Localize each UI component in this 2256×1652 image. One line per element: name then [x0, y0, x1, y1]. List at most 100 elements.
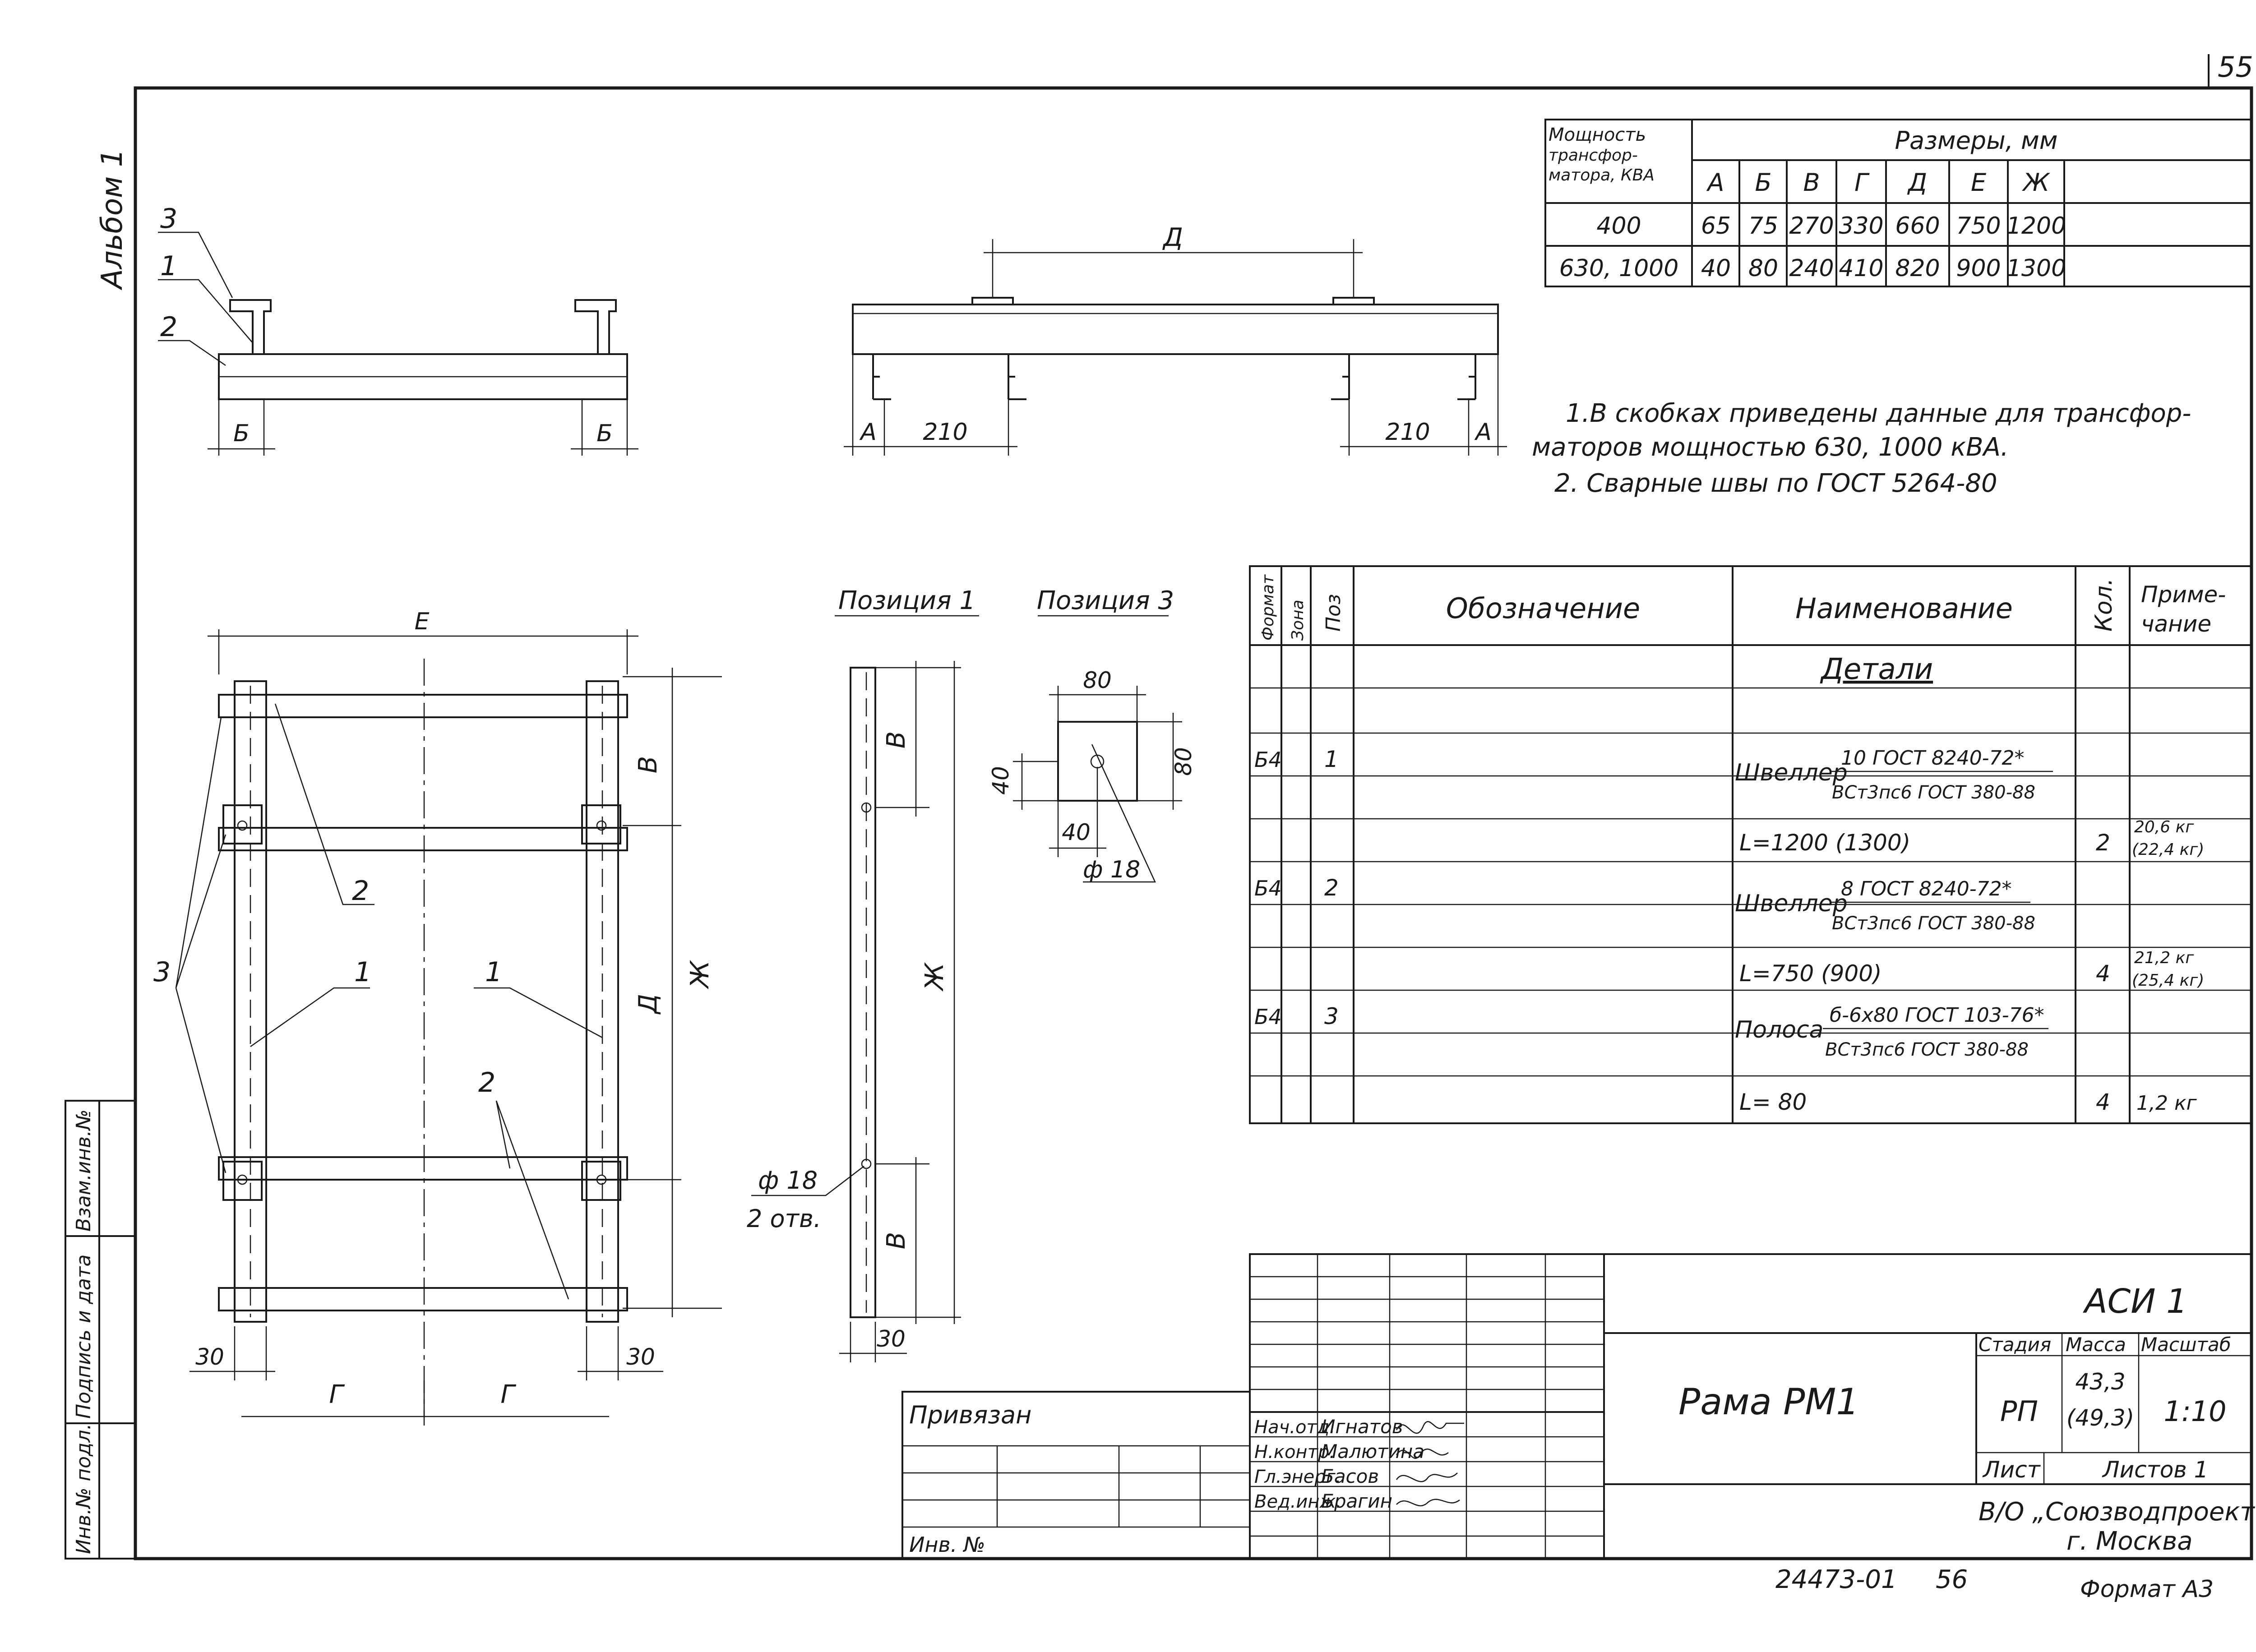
spec-header-zone: Зона: [1289, 600, 1307, 641]
spec-item-prefix: Полоса: [1735, 1016, 1823, 1043]
dims-header-sizes: Размеры, мм: [1895, 126, 2057, 155]
dims-cell: 1300: [2006, 255, 2066, 282]
mass-header: Масса: [2066, 1334, 2126, 1356]
spec-item-qty: 2: [2096, 830, 2110, 856]
spec-item-note: (22,4 кг): [2132, 840, 2204, 859]
role-label: Н.контр.: [1254, 1442, 1335, 1463]
dims-header-power-2: трансфор-: [1549, 146, 1638, 165]
spec-item-qty: 4: [2096, 960, 2110, 987]
spec-item-upper: 10 ГОСТ 8240-72*: [1841, 747, 2025, 770]
page-number: 55: [2218, 51, 2253, 83]
mass-value-1: 43,3: [2075, 1369, 2125, 1395]
dim-V-pos1-top: В: [882, 731, 911, 748]
person-name: Басов: [1321, 1465, 1379, 1487]
scale-header: Масштаб: [2141, 1334, 2231, 1356]
notes: 1.В скобках приведены данные для трансфо…: [1532, 399, 2191, 498]
callout-1-plan-right: 1: [485, 956, 502, 988]
stage-header: Стадия: [1979, 1334, 2051, 1356]
dim-30-right: 30: [626, 1344, 655, 1370]
dims-cell: 900: [1956, 255, 2001, 282]
dim-80-right: 80: [1170, 747, 1197, 776]
dims-row-400: 400 65 75 270 330 660 750 1200: [1596, 212, 2066, 240]
spec-header-format: Формат: [1259, 574, 1277, 641]
album-label: Альбом 1: [96, 149, 129, 291]
spec-item-upper: б-6х80 ГОСТ 103-76*: [1830, 1004, 2044, 1027]
dim-210-right: 210: [1385, 419, 1430, 446]
spec-item-upper: 8 ГОСТ 8240-72*: [1841, 877, 2012, 900]
spec-item-format: Б4: [1254, 1005, 1282, 1029]
dim-A-right: А: [1474, 419, 1492, 446]
sheets-label: Листов 1: [2102, 1457, 2208, 1483]
dim-Zh-plan: Ж: [685, 960, 715, 989]
position-3: Позиция 3 80 80 40 40 ф 18: [988, 586, 1197, 883]
spec-item-qty: 4: [2096, 1089, 2110, 1115]
spec-item-note: (25,4 кг): [2132, 971, 2204, 990]
dim-30-pos1: 30: [877, 1326, 906, 1352]
dims-header-power-1: Мощность: [1549, 125, 1646, 145]
pos1-title: Позиция 1: [838, 586, 975, 615]
dim-G-right: Г: [500, 1380, 516, 1409]
spec-item-lower: ВСт3пс6 ГОСТ 380-88: [1832, 913, 2035, 934]
note-line: 1.В скобках приведены данные для трансфо…: [1566, 399, 2191, 428]
callout-1-plan-left: 1: [354, 956, 371, 988]
dim-210-left: 210: [923, 419, 967, 446]
dim-40-left: 40: [988, 766, 1014, 795]
dim-E: Е: [415, 608, 430, 635]
dims-power: 630, 1000: [1559, 255, 1679, 282]
spec-header-note-2: чание: [2141, 611, 2211, 637]
side-stamp-inv: Инв.№ подл.: [72, 1423, 95, 1554]
dim-D-top: Д: [1162, 223, 1183, 252]
spec-item-note: 1,2 кг: [2136, 1092, 2197, 1115]
spec-item-lower: ВСт3пс6 ГОСТ 380-88: [1825, 1039, 2029, 1060]
callout-2-plan-top: 2: [352, 875, 369, 907]
spec-header-designation: Обозначение: [1446, 592, 1640, 625]
dims-table: Мощность трансфор- матора, КВА Размеры, …: [1544, 119, 2252, 287]
callout-3-side: 3: [160, 203, 177, 235]
front-view: Д А 210 210 А: [844, 223, 1507, 456]
drawing-title: Рама РМ1: [1678, 1381, 1859, 1423]
spec-item-format: Б4: [1254, 748, 1282, 772]
hole-label-pos3: ф 18: [1083, 856, 1140, 883]
dims-col: А: [1706, 168, 1724, 197]
dims-columns: А Б В Г Д Е Ж: [1706, 168, 2051, 197]
plan-view: Е В Д Ж 30 30 Г Г: [153, 608, 722, 1426]
dims-cell: 80: [1748, 255, 1778, 282]
spec-header-pos: Поз: [1322, 594, 1345, 632]
spec-table: Формат Зона Поз Обозначение Наименование…: [1249, 565, 2252, 1124]
spec-item-length: L=750 (900): [1739, 960, 1882, 987]
side-stamp-sign: Подпись и дата: [72, 1255, 95, 1419]
signature: [1396, 1449, 1449, 1459]
dim-30-left: 30: [195, 1344, 224, 1370]
dim-V-pos1-bottom: В: [882, 1232, 911, 1249]
dims-cell: 410: [1839, 255, 1883, 282]
role-label: Вед.инж.: [1254, 1491, 1341, 1512]
note-line: маторов мощностью 630, 1000 кВА.: [1532, 433, 2009, 462]
signature: [1396, 1472, 1458, 1482]
dims-col: Д: [1907, 168, 1927, 197]
format-label: Формат А3: [2080, 1576, 2214, 1603]
spec-item-prefix: Швеллер: [1735, 759, 1848, 786]
callout-2-plan-bottom: 2: [478, 1067, 495, 1098]
title-block: АСИ 1 Рама РМ1 Стадия Масса Масштаб РП 4…: [901, 1253, 2256, 1560]
spec-item-length: L=1200 (1300): [1739, 830, 1910, 856]
side-stamp-replace: Взам.инв.№: [72, 1109, 95, 1232]
note-line: 2. Сварные швы по ГОСТ 5264-80: [1554, 469, 1997, 498]
dims-col: Е: [1971, 168, 1987, 197]
spec-header-name: Наименование: [1795, 592, 2013, 625]
sheet-label: Лист: [1982, 1457, 2041, 1483]
person-name: Игнатов: [1321, 1416, 1403, 1438]
dims-cell: 40: [1701, 255, 1731, 282]
dims-col: В: [1803, 168, 1820, 197]
spec-header-note-1: Приме-: [2141, 581, 2226, 608]
dims-cell: 330: [1839, 212, 1883, 240]
dim-40-bottom: 40: [1062, 819, 1091, 845]
callout-3-plan: 3: [153, 956, 171, 988]
archive-number: 24473-01: [1775, 1565, 1897, 1594]
spec-item-pos: 3: [1324, 1003, 1339, 1029]
dim-A-left: А: [859, 419, 877, 446]
dims-cell: 65: [1701, 212, 1731, 240]
dims-cell: 660: [1895, 212, 1940, 240]
callout-1-side: 1: [160, 250, 177, 282]
dims-col: Г: [1854, 168, 1870, 197]
spec-item-pos: 2: [1324, 875, 1339, 901]
